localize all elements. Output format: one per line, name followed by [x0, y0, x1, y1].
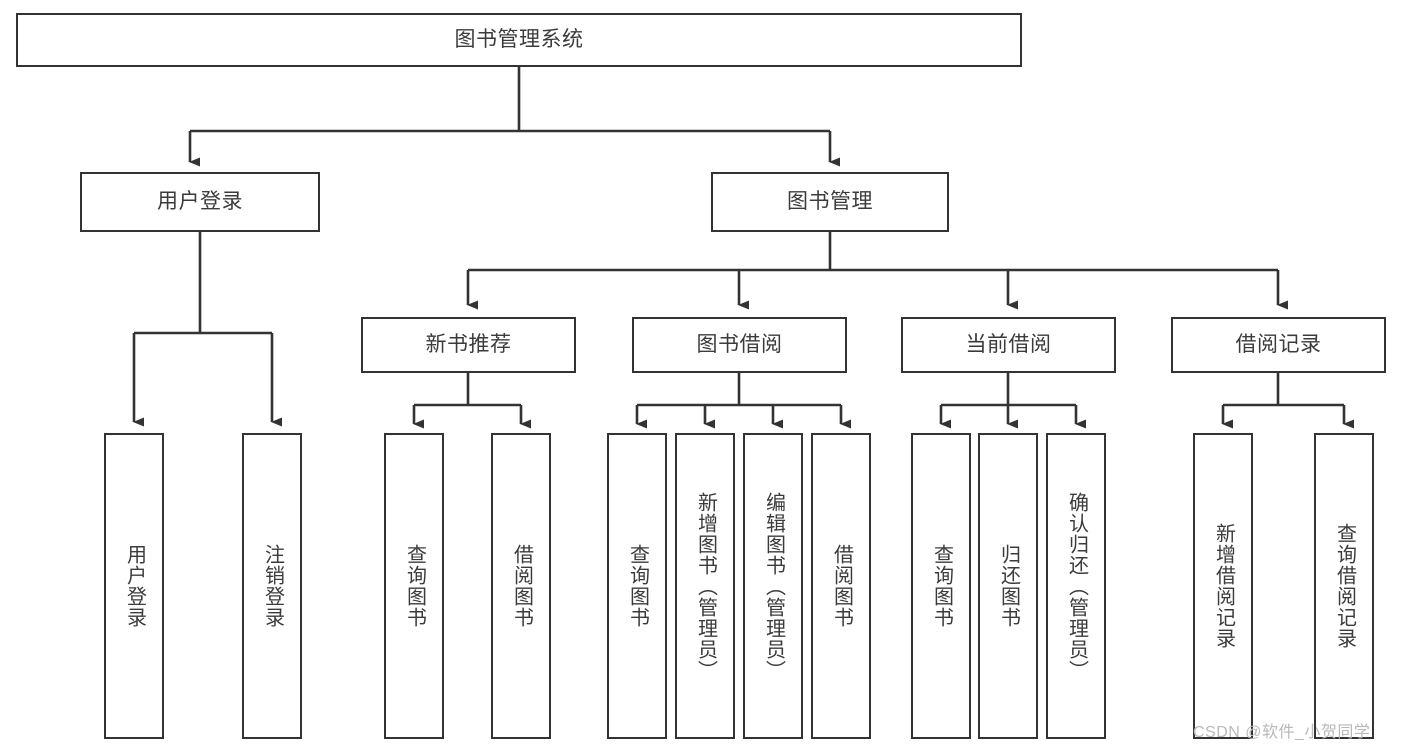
node-book-manage-label: 图书管理 — [787, 190, 873, 214]
csdn-watermark: CSDN @软件_小贺同学 — [1193, 718, 1370, 742]
node-user-login[interactable]: 用户登录 — [80, 172, 320, 232]
node-leaf-add-book[interactable]: 新增图书（管理员） — [675, 433, 735, 739]
node-leaf-query-record[interactable]: 查询借阅记录 — [1314, 433, 1374, 739]
node-leaf-user-logout-label: 注销登录 — [261, 544, 284, 628]
csdn-watermark-text: CSDN @软件_小贺同学 — [1193, 724, 1371, 741]
node-leaf-user-logout[interactable]: 注销登录 — [242, 433, 302, 739]
node-leaf-add-record-label: 新增借阅记录 — [1212, 523, 1235, 649]
node-leaf-user-login[interactable]: 用户登录 — [104, 433, 164, 739]
node-current-borrow[interactable]: 当前借阅 — [901, 317, 1116, 373]
node-leaf-query-book-rec[interactable]: 查询图书 — [384, 433, 444, 739]
node-leaf-return-book[interactable]: 归还图书 — [978, 433, 1038, 739]
node-borrow-record[interactable]: 借阅记录 — [1171, 317, 1386, 373]
node-leaf-edit-book-label: 编辑图书（管理员） — [762, 491, 785, 681]
node-leaf-borrow-book-rec-label: 借阅图书 — [510, 544, 533, 628]
node-leaf-borrow-book-rec[interactable]: 借阅图书 — [491, 433, 551, 739]
node-leaf-query-book-cur-label: 查询图书 — [930, 544, 953, 628]
node-leaf-add-book-label: 新增图书（管理员） — [694, 491, 717, 681]
node-new-book-recommend[interactable]: 新书推荐 — [361, 317, 576, 373]
node-user-login-label: 用户登录 — [157, 190, 243, 214]
node-leaf-edit-book[interactable]: 编辑图书（管理员） — [743, 433, 803, 739]
node-leaf-query-book-brw-label: 查询图书 — [626, 544, 649, 628]
node-book-borrow[interactable]: 图书借阅 — [632, 317, 847, 373]
node-leaf-query-book-brw[interactable]: 查询图书 — [607, 433, 667, 739]
node-leaf-confirm-return-label: 确认归还（管理员） — [1065, 491, 1088, 681]
node-root[interactable]: 图书管理系统 — [16, 13, 1022, 67]
node-book-borrow-label: 图书借阅 — [696, 333, 783, 357]
node-leaf-user-login-label: 用户登录 — [123, 544, 146, 628]
node-root-label: 图书管理系统 — [454, 28, 584, 52]
node-leaf-query-book-rec-label: 查询图书 — [403, 544, 426, 628]
node-leaf-query-record-label: 查询借阅记录 — [1333, 523, 1356, 649]
node-leaf-query-book-cur[interactable]: 查询图书 — [911, 433, 971, 739]
node-leaf-add-record[interactable]: 新增借阅记录 — [1193, 433, 1253, 739]
node-borrow-record-label: 借阅记录 — [1235, 333, 1322, 357]
node-leaf-confirm-return[interactable]: 确认归还（管理员） — [1046, 433, 1106, 739]
node-new-book-recommend-label: 新书推荐 — [425, 333, 512, 357]
node-leaf-return-book-label: 归还图书 — [997, 544, 1020, 628]
node-leaf-borrow-book-brw[interactable]: 借阅图书 — [811, 433, 871, 739]
node-book-manage[interactable]: 图书管理 — [711, 172, 949, 232]
node-current-borrow-label: 当前借阅 — [965, 333, 1052, 357]
node-leaf-borrow-book-brw-label: 借阅图书 — [830, 544, 853, 628]
